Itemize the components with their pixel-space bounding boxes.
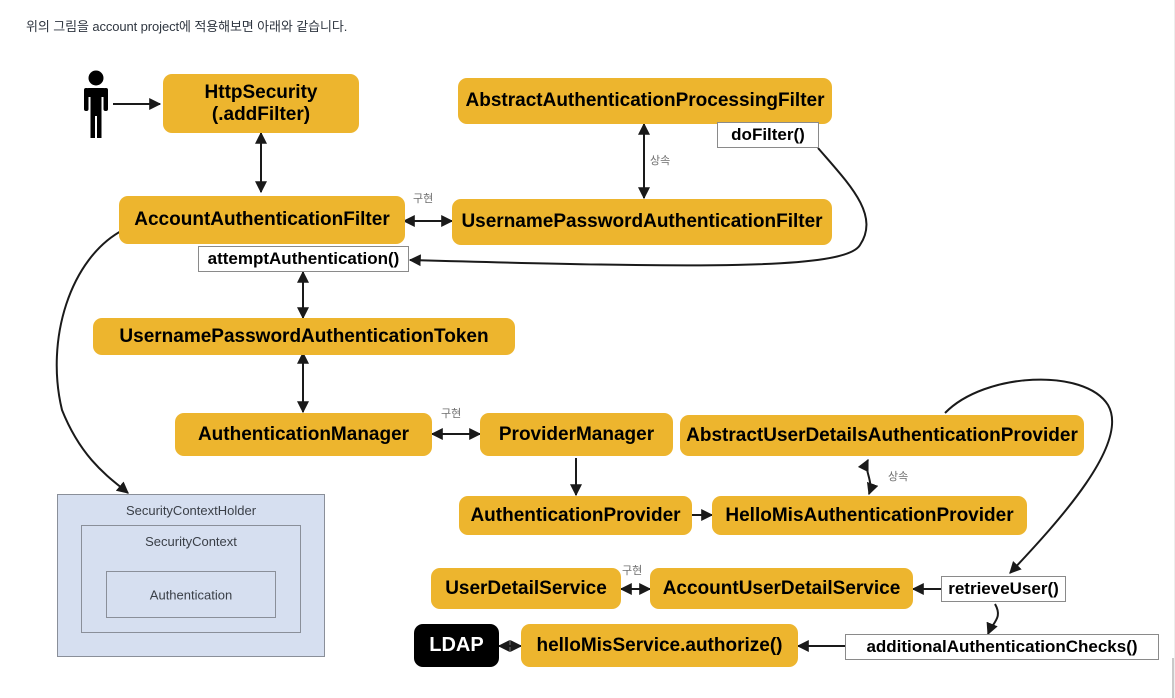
node-authentication-provider-label: AuthenticationProvider <box>470 504 681 526</box>
user-actor <box>76 70 116 138</box>
node-account-user-detail-service-label: AccountUserDetailService <box>662 577 901 599</box>
rel-label-implements-manager: 구현 <box>441 405 461 421</box>
edge-abstractudprovider-to-retrieveuser <box>944 378 1114 574</box>
user-actor-icon <box>84 70 108 138</box>
node-abstract-authentication-processing-filter[interactable]: AbstractAuthenticationProcessingFilter <box>458 78 832 124</box>
edge-accountfilter-to-securitycontextholder <box>55 229 129 494</box>
node-provider-manager[interactable]: ProviderManager <box>480 413 673 456</box>
chip-retrieve-user[interactable]: retrieveUser() <box>941 576 1066 602</box>
rel-label-implements-filter-text: 구현 <box>413 193 434 205</box>
node-account-authentication-filter-label: AccountAuthenticationFilter <box>134 209 390 231</box>
edge-retrieveuser-to-additionalchecks <box>986 603 999 636</box>
node-http-security-line2: (.addFilter) <box>211 103 311 125</box>
security-context-holder-label: SecurityContextHolder <box>125 503 257 518</box>
node-http-security[interactable]: HttpSecurity (.addFilter) <box>163 74 359 133</box>
page-caption: 위의 그림을 account project에 적용해보면 아래와 같습니다. <box>26 19 348 34</box>
rel-label-inherits-filter-text: 상속 <box>650 155 671 167</box>
rel-label-inherits-provider: 상속 <box>888 468 908 484</box>
node-username-password-authentication-token-label: UsernamePasswordAuthenticationToken <box>119 325 489 347</box>
node-hello-mis-service-authorize-label: helloMisService.authorize() <box>536 634 783 656</box>
authentication-box: Authentication <box>106 571 276 618</box>
node-user-detail-service-label: UserDetailService <box>445 577 607 599</box>
rel-label-implements-manager-text: 구현 <box>441 408 462 420</box>
rel-label-inherits-filter: 상속 <box>650 152 670 168</box>
chip-additional-authentication-checks-label: additionalAuthenticationChecks() <box>866 637 1138 656</box>
chip-retrieve-user-label: retrieveUser() <box>948 579 1059 598</box>
authentication-label: Authentication <box>149 587 233 602</box>
chip-additional-authentication-checks[interactable]: additionalAuthenticationChecks() <box>845 634 1159 660</box>
node-provider-manager-label: ProviderManager <box>498 423 655 445</box>
edge-abstractudprovider-to-hellomisprovider <box>857 458 879 496</box>
chip-attempt-authentication[interactable]: attemptAuthentication() <box>198 246 409 272</box>
node-abstract-authentication-processing-filter-label: AbstractAuthenticationProcessingFilter <box>465 90 825 112</box>
chip-attempt-authentication-label: attemptAuthentication() <box>207 249 400 268</box>
rel-label-implements-filter: 구현 <box>413 190 433 206</box>
node-user-detail-service[interactable]: UserDetailService <box>431 568 621 609</box>
node-username-password-authentication-filter-label: UsernamePasswordAuthenticationFilter <box>461 211 823 233</box>
node-authentication-manager[interactable]: AuthenticationManager <box>175 413 432 456</box>
node-username-password-authentication-token[interactable]: UsernamePasswordAuthenticationToken <box>93 318 515 355</box>
node-authentication-provider[interactable]: AuthenticationProvider <box>459 496 692 535</box>
rel-label-implements-service-text: 구현 <box>622 565 643 577</box>
node-abstract-user-details-authentication-provider-label: AbstractUserDetailsAuthenticationProvide… <box>686 424 1078 446</box>
node-abstract-user-details-authentication-provider[interactable]: AbstractUserDetailsAuthenticationProvide… <box>680 415 1084 456</box>
chip-do-filter[interactable]: doFilter() <box>717 122 819 148</box>
node-hello-mis-authentication-provider-label: HelloMisAuthenticationProvider <box>725 504 1014 526</box>
chip-do-filter-label: doFilter() <box>731 125 805 144</box>
rel-label-implements-service: 구현 <box>622 562 642 578</box>
node-http-security-line1: HttpSecurity <box>204 81 318 103</box>
node-hello-mis-service-authorize[interactable]: helloMisService.authorize() <box>521 624 798 667</box>
node-authentication-manager-label: AuthenticationManager <box>197 423 410 445</box>
security-context-label: SecurityContext <box>145 534 237 549</box>
node-ldap[interactable]: LDAP <box>414 624 499 667</box>
rel-label-inherits-provider-text: 상속 <box>888 471 909 483</box>
node-account-user-detail-service[interactable]: AccountUserDetailService <box>650 568 913 609</box>
node-account-authentication-filter[interactable]: AccountAuthenticationFilter <box>119 196 405 244</box>
node-username-password-authentication-filter[interactable]: UsernamePasswordAuthenticationFilter <box>452 199 832 245</box>
node-ldap-label: LDAP <box>429 634 484 656</box>
scrollbar-thumb[interactable] <box>1172 658 1174 698</box>
node-hello-mis-authentication-provider[interactable]: HelloMisAuthenticationProvider <box>712 496 1027 535</box>
